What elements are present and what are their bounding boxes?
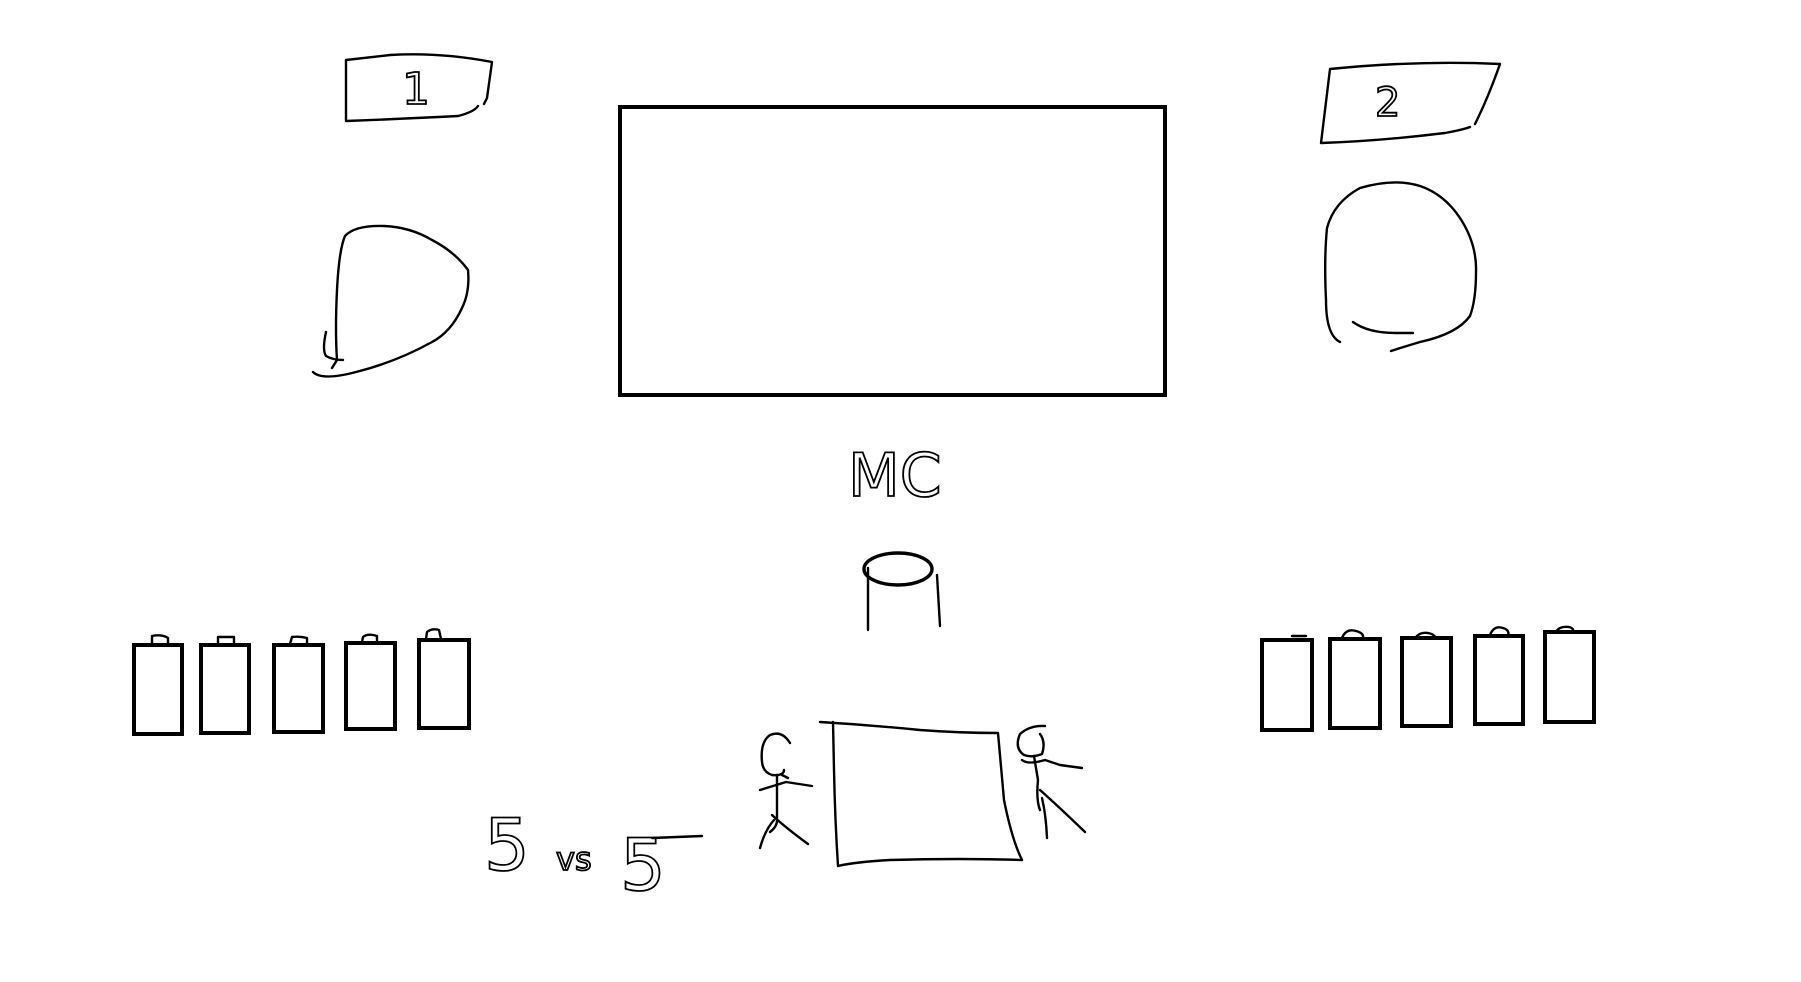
left-team-flag: 1 [344, 53, 494, 123]
right-player-figure [1016, 724, 1087, 840]
score-display: 5 vs 5 [483, 802, 704, 908]
right-seat-3 [1400, 631, 1453, 728]
score-left: 5 [484, 803, 530, 887]
left-flag-number: 1 [402, 64, 430, 115]
right-team-seats [1260, 625, 1596, 732]
score-separator: vs [556, 840, 592, 878]
mc-podium [862, 551, 942, 632]
right-podium [1324, 181, 1478, 353]
mc-label: MC [848, 441, 942, 511]
right-seat-5 [1543, 625, 1596, 724]
left-team-seats [132, 628, 471, 736]
right-seat-2 [1328, 629, 1382, 730]
right-team-flag: 2 [1319, 61, 1502, 145]
right-seat-4 [1473, 626, 1525, 726]
right-seat-1 [1260, 634, 1314, 732]
left-player-figure [758, 732, 814, 850]
main-screen [618, 105, 1167, 397]
left-seat-5 [417, 628, 471, 730]
left-seat-2 [199, 635, 251, 735]
left-seat-4 [344, 633, 397, 731]
score-right: 5 [620, 823, 666, 907]
center-table [818, 720, 1024, 868]
right-flag-number: 2 [1375, 80, 1400, 126]
left-podium [311, 224, 470, 378]
score-underline [650, 834, 704, 840]
left-seat-3 [272, 635, 325, 734]
left-seat-1 [132, 634, 184, 736]
